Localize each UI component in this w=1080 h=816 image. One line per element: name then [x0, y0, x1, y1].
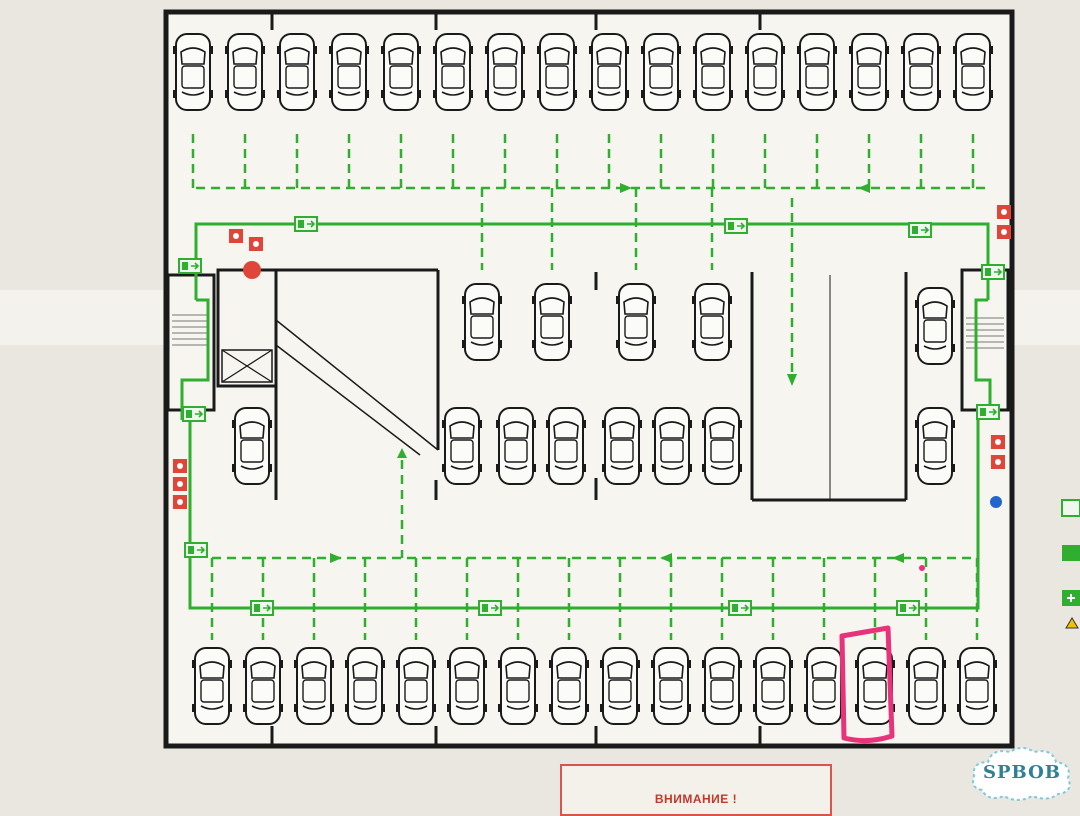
parking-space-island-lower-6[interactable]	[701, 407, 743, 485]
parking-space-bottom-8[interactable]	[548, 647, 590, 725]
warning-label: ВНИМАНИЕ !	[654, 792, 738, 806]
parking-space-top-5[interactable]	[380, 33, 422, 111]
parking-space-top-16[interactable]	[952, 33, 994, 111]
parking-space-right-1[interactable]	[914, 287, 956, 365]
parking-space-island-lower-2[interactable]	[495, 407, 537, 485]
parking-space-top-8[interactable]	[536, 33, 578, 111]
parking-space-left-1[interactable]	[231, 407, 273, 485]
parking-space-top-4[interactable]	[328, 33, 370, 111]
left-parking-column	[231, 407, 273, 485]
parking-space-top-9[interactable]	[588, 33, 630, 111]
parking-space-bottom-10[interactable]	[650, 647, 692, 725]
parking-space-top-3[interactable]	[276, 33, 318, 111]
parking-space-bottom-5[interactable]	[395, 647, 437, 725]
parking-space-top-1[interactable]	[172, 33, 214, 111]
parking-space-top-7[interactable]	[484, 33, 526, 111]
parking-space-top-2[interactable]	[224, 33, 266, 111]
warning-notice: ВНИМАНИЕ !	[560, 764, 832, 816]
parking-space-bottom-2[interactable]	[242, 647, 284, 725]
top-dividers	[270, 14, 762, 744]
legend-signs	[1061, 499, 1080, 629]
parking-space-island-lower-5[interactable]	[651, 407, 693, 485]
parking-space-bottom-11[interactable]	[701, 647, 743, 725]
route-arrows	[330, 183, 904, 563]
driving-routes	[191, 134, 990, 640]
parking-space-island-lower-3[interactable]	[545, 407, 587, 485]
parking-space-island-upper-4[interactable]	[691, 283, 733, 361]
cloud-icon	[972, 747, 1071, 801]
highlighted-parking-spot[interactable]	[839, 625, 895, 744]
parking-space-top-13[interactable]	[796, 33, 838, 111]
parking-space-bottom-7[interactable]	[497, 647, 539, 725]
parking-space-bottom-16[interactable]	[956, 647, 998, 725]
parking-space-island-upper-2[interactable]	[531, 283, 573, 361]
watermark-text: SPBOB	[983, 762, 1061, 783]
outer-wall	[163, 9, 1015, 749]
parking-space-island-upper-3[interactable]	[615, 283, 657, 361]
parking-space-island-lower-4[interactable]	[601, 407, 643, 485]
parking-space-top-14[interactable]	[848, 33, 890, 111]
parking-space-bottom-4[interactable]	[344, 647, 386, 725]
parking-space-top-10[interactable]	[640, 33, 682, 111]
parking-space-island-lower-1[interactable]	[441, 407, 483, 485]
parking-space-top-11[interactable]	[692, 33, 734, 111]
fire-equipment	[173, 205, 1011, 571]
parking-space-bottom-3[interactable]	[293, 647, 335, 725]
parking-space-bottom-13[interactable]	[803, 647, 845, 725]
parking-space-bottom-6[interactable]	[446, 647, 488, 725]
parking-space-bottom-12[interactable]	[752, 647, 794, 725]
parking-space-top-15[interactable]	[900, 33, 942, 111]
parking-space-bottom-9[interactable]	[599, 647, 641, 725]
parking-space-top-12[interactable]	[744, 33, 786, 111]
parking-space-right-2[interactable]	[914, 407, 956, 485]
parking-space-bottom-1[interactable]	[191, 647, 233, 725]
parking-space-island-upper-1[interactable]	[461, 283, 503, 361]
watermark-logo: SPBOB	[968, 742, 1076, 806]
parking-space-bottom-15[interactable]	[905, 647, 947, 725]
parking-space-top-6[interactable]	[432, 33, 474, 111]
right-ramp	[594, 272, 908, 502]
